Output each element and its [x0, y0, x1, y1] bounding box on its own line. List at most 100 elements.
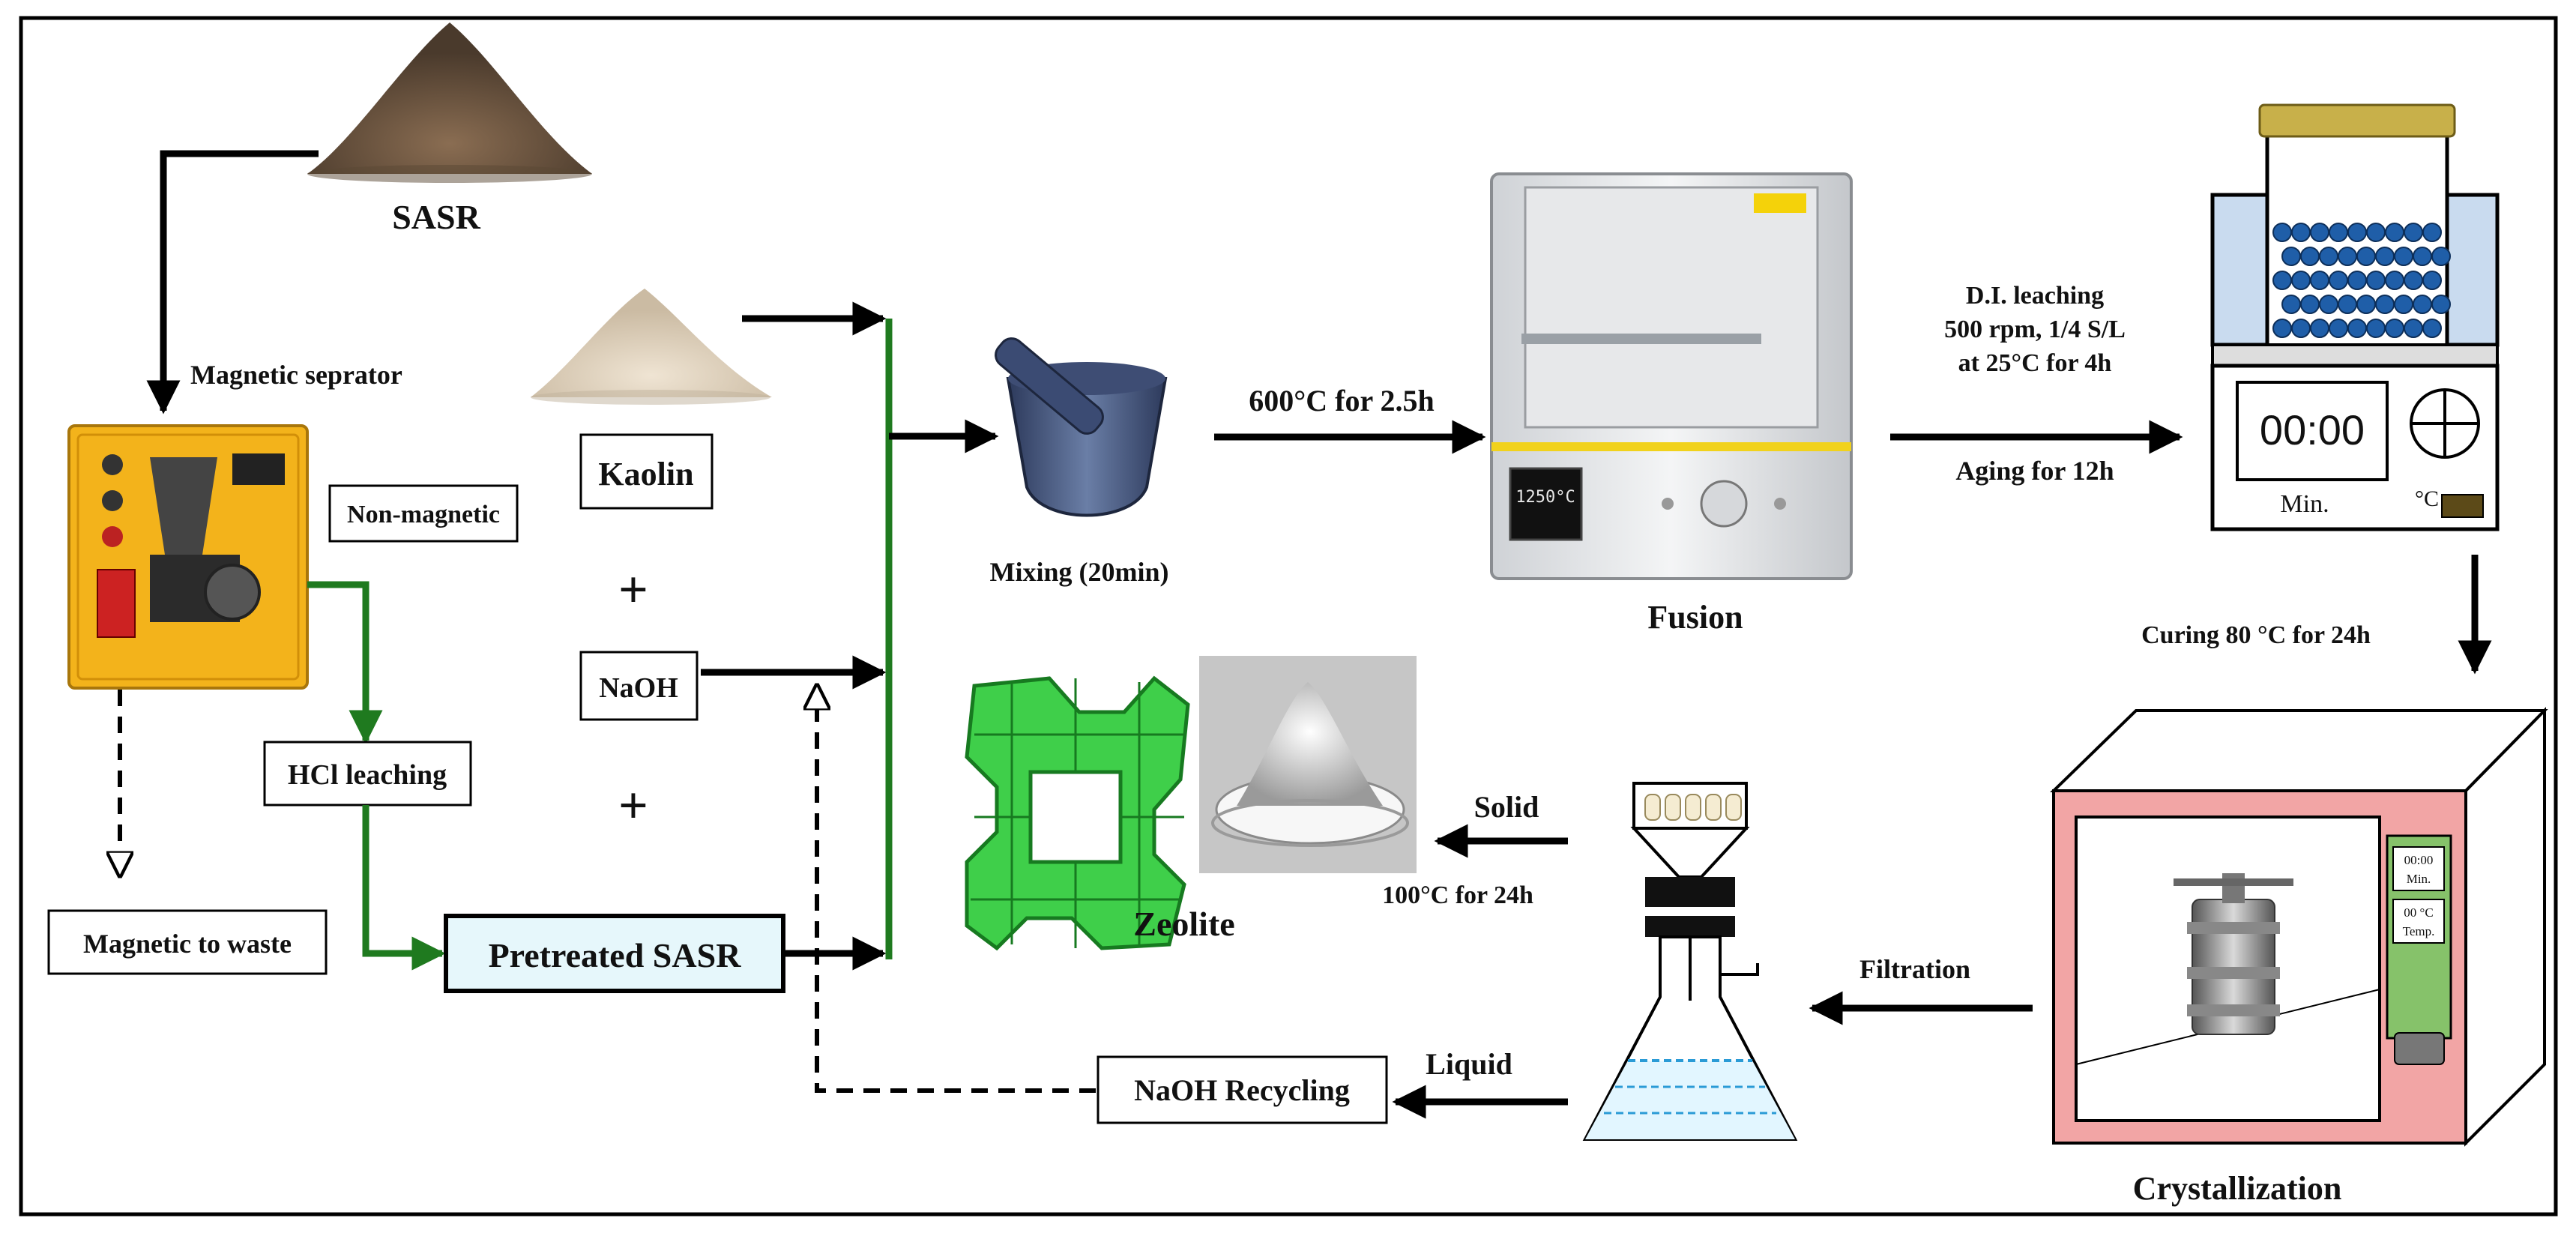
magnetic-separator-image: [67, 424, 309, 690]
bead: [2404, 223, 2423, 242]
stirrer-min-label: Min.: [2280, 490, 2329, 518]
bead: [2338, 295, 2357, 314]
hcl-leaching-label: HCl leaching: [288, 759, 447, 791]
aging-label: Aging for 12h: [1955, 456, 2114, 486]
bead: [2347, 223, 2367, 242]
nonmagnetic-path-arrow: [307, 581, 383, 744]
bead: [2300, 247, 2320, 266]
fusion-label: Fusion: [1647, 599, 1743, 636]
bead: [2272, 271, 2292, 290]
bead: [2310, 319, 2329, 338]
drying-label: 100°C for 24h: [1382, 881, 1533, 909]
bead: [2375, 295, 2395, 314]
filtration-flask-image: [1582, 782, 1798, 1141]
bead: [2329, 271, 2348, 290]
bead: [2291, 319, 2311, 338]
mixing-label: Mixing (20min): [990, 557, 1169, 587]
stirrer-temp-unit: °C: [2415, 486, 2439, 511]
oven-temp: 00 °C: [2404, 905, 2433, 920]
bead: [2329, 319, 2348, 338]
leaching-line1: D.I. leaching: [1966, 282, 2104, 310]
bead: [2281, 247, 2301, 266]
filtration-label: Filtration: [1859, 954, 1970, 984]
bead: [2422, 223, 2442, 242]
bead: [2413, 247, 2432, 266]
oven-timer: 00:00: [2404, 853, 2434, 867]
bead: [2375, 247, 2395, 266]
stirrer-timer: 00:00: [2260, 406, 2365, 453]
crystallization-label: Crystallization: [2133, 1170, 2342, 1207]
curing-label: Curing 80 °C for 24h: [2141, 621, 2371, 649]
bead: [2422, 271, 2442, 290]
bead: [2291, 223, 2311, 242]
furnace-display: 1250°C: [1515, 488, 1575, 507]
leaching-line3: at 25°C for 4h: [1958, 349, 2112, 377]
zeolite-label: Zeolite: [1133, 905, 1234, 943]
magnetic-to-waste-label: Magnetic to waste: [83, 929, 292, 959]
plus-sign-1: +: [618, 561, 648, 619]
magnetic-separator-label: Magnetic seprator: [190, 360, 402, 390]
naoh-recycling-label: NaOH Recycling: [1134, 1073, 1350, 1107]
bead: [2272, 319, 2292, 338]
oven-temp-label: Temp.: [2403, 924, 2435, 938]
pretreated-sasr-label: Pretreated SASR: [489, 936, 742, 974]
bead: [2422, 319, 2442, 338]
bead: [2385, 223, 2404, 242]
stirrer-image: 00:00 Min. °C: [2210, 103, 2500, 531]
kaolin-pile-image: [531, 289, 772, 405]
naoh-recycle-dashed-arrow: [817, 686, 1096, 1093]
leaching-line2: 500 rpm, 1/4 S/L: [1944, 316, 2126, 343]
oven-image: 00:00 Min. 00 °C Temp.: [2050, 707, 2548, 1147]
kaolin-box: [579, 433, 714, 510]
bead: [2431, 247, 2451, 266]
mortar-pestle-image: [995, 337, 1168, 517]
non-magnetic-label: Non-magnetic: [347, 501, 500, 528]
liquid-label: Liquid: [1426, 1047, 1512, 1081]
bead: [2347, 271, 2367, 290]
sasr-to-separator-arrow: [146, 150, 319, 414]
figure-border: [19, 16, 2558, 1217]
bead: [2366, 223, 2386, 242]
furnace-image: 1250°C: [1490, 172, 1853, 580]
magnetic-to-waste-box: [47, 909, 328, 975]
bead: [2281, 295, 2301, 314]
zeolite-powder-image: [1199, 656, 1417, 873]
bead: [2272, 223, 2292, 242]
bead: [2291, 271, 2311, 290]
solid-label: Solid: [1474, 790, 1539, 824]
particle-beads: [2272, 223, 2451, 338]
naoh-label: NaOH: [599, 672, 678, 704]
zeolite-structure-image: [965, 675, 1190, 951]
bead: [2366, 271, 2386, 290]
bead: [2347, 319, 2367, 338]
bead: [2356, 247, 2376, 266]
bead: [2338, 247, 2357, 266]
bead: [2310, 223, 2329, 242]
naoh-recycling-box: [1097, 1055, 1388, 1124]
bead: [2385, 319, 2404, 338]
bead: [2300, 295, 2320, 314]
hcl-to-pretreated-arrow: [362, 805, 446, 971]
fusion-condition-label: 600°C for 2.5h: [1249, 384, 1434, 417]
bead: [2329, 223, 2348, 242]
bead: [2385, 271, 2404, 290]
bead: [2404, 319, 2423, 338]
sasr-pile-image: [307, 22, 592, 183]
bead: [2431, 295, 2451, 314]
bead: [2366, 319, 2386, 338]
bead: [2413, 295, 2432, 314]
plus-sign-2: +: [618, 777, 648, 835]
naoh-box: [579, 651, 699, 721]
bead: [2394, 295, 2413, 314]
oven-min-label: Min.: [2407, 872, 2431, 886]
kaolin-label: Kaolin: [598, 456, 693, 492]
bead: [2319, 247, 2338, 266]
pretreated-sasr-box: [444, 914, 785, 993]
bead: [2319, 295, 2338, 314]
non-magnetic-box: [328, 484, 519, 543]
bead: [2310, 271, 2329, 290]
autoclave-vessel: [2174, 873, 2293, 1035]
bead: [2404, 271, 2423, 290]
sasr-label: SASR: [392, 198, 480, 236]
